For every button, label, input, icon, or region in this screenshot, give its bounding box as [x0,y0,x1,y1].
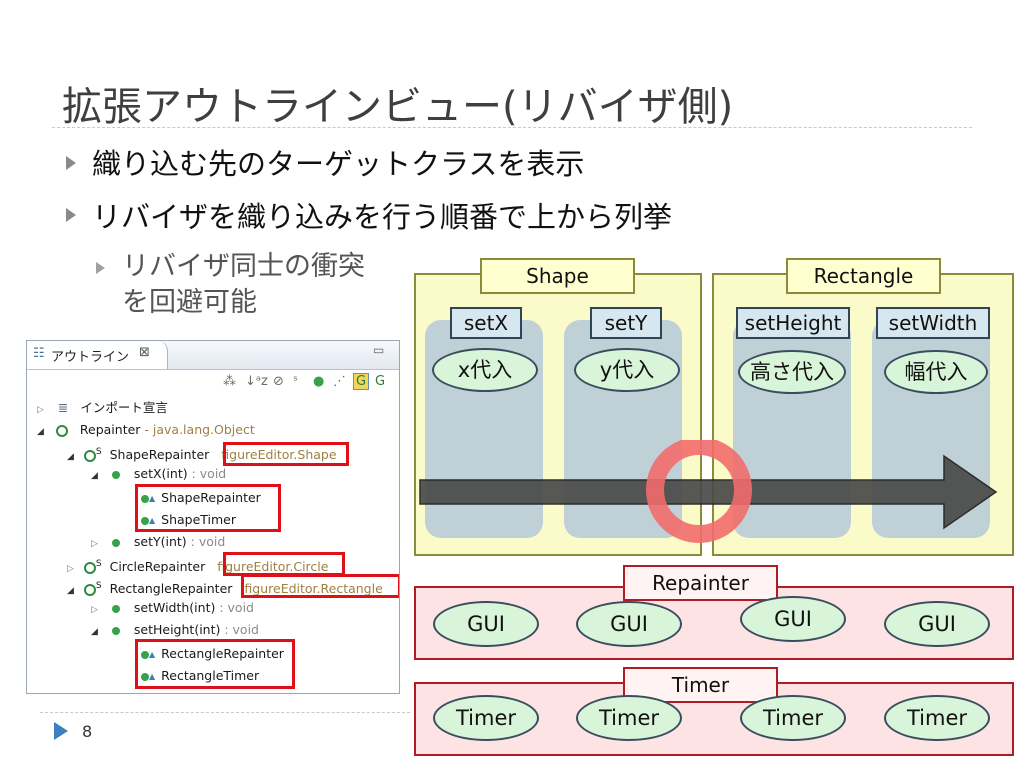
show-targets-icon[interactable]: G [375,374,386,389]
timer-3: Timer [740,695,846,741]
sync-icon[interactable]: ⁂ [223,374,236,389]
method-icon [111,604,120,613]
tree-row-shaperepainter-target[interactable]: ▲ ShapeRepainter [141,487,261,509]
bullet-marker-1 [66,156,76,170]
sub-bullet-line-1: リバイザ同士の衝突 [122,251,365,282]
outline-toolbar: ⁂ ↓ᵃz ⊘ ˢ ● ⋰ G G [27,369,399,395]
bullet-2: リバイザを織り込みを行う順番で上から列挙 [92,200,673,234]
gui-2: GUI [576,601,682,647]
execution-order-arrow [419,440,998,543]
tree-row-rectangletimer[interactable]: ▲ RectangleTimer [141,665,259,687]
timer-1: Timer [433,695,539,741]
reviser-icon [83,583,96,596]
reviser-icon [83,449,96,462]
action-width-assign: 幅代入 [884,350,988,394]
page-number: 8 [82,722,93,741]
method-icon [141,516,149,525]
sub-bullet-marker [96,262,105,274]
slide-title: 拡張アウトラインビュー(リバイザ側) [62,84,734,130]
tree-row-setx[interactable]: ◢ setX(int) : void [91,466,227,481]
outline-view: ☷ アウトライン ⊠ ▭ ⁂ ↓ᵃz ⊘ ˢ ● ⋰ G G ▷ ≣ インポート… [26,340,400,694]
tab-outline-label: アウトライン [51,350,130,365]
outline-view-icon: ☷ [33,346,45,361]
tree-row-circlerepainter[interactable]: ▷ S CircleRepainter figureEditor.Circle [67,559,329,575]
method-icon [111,470,120,479]
tree-row-shaperepainter[interactable]: ◢ S ShapeRepainter figureEditor.Shape [67,447,337,463]
reviser-icon [83,561,96,574]
highlight-order-setx [135,484,281,532]
method-setwidth: setWidth [876,307,990,339]
conflict-ring [646,440,752,543]
gui-1: GUI [433,601,539,647]
close-icon[interactable]: ⊠ [139,345,150,360]
tab-outline[interactable]: ☷ アウトライン ⊠ [27,341,168,369]
tree-row-setwidth[interactable]: ▷ setWidth(int) : void [91,600,254,615]
bullet-1: 織り込む先のターゲットクラスを表示 [92,147,585,181]
highlight-target-circle [223,552,345,576]
rectangle-label: Rectangle [786,258,941,294]
highlight-order-setheight [135,639,295,689]
method-icon [111,626,120,635]
tree-row-rectanglerepainter-target[interactable]: ▲ RectangleRepainter [141,643,284,665]
method-sety: setY [590,307,662,339]
sort-icon[interactable]: ↓ᵃz [245,374,268,389]
action-x-assign: x代入 [432,348,538,392]
gui-4: GUI [884,601,990,647]
title-divider [52,127,972,128]
repainter-label: Repainter [623,565,778,601]
action-y-assign: y代入 [574,348,680,392]
class-icon [55,424,68,437]
method-icon [141,650,149,659]
action-height-assign: 高さ代入 [738,350,846,394]
page-marker-icon [54,722,68,740]
tree-row-imports[interactable]: ▷ ≣ インポート宣言 [37,400,168,415]
shape-label: Shape [480,258,635,294]
timer-4: Timer [884,695,990,741]
tree-row-repainter[interactable]: ◢ Repainter - java.lang.Object [37,422,255,437]
hide-nonpublic-icon[interactable]: ● [313,374,325,389]
gui-3: GUI [740,596,846,642]
tree-row-setheight[interactable]: ◢ setHeight(int) : void [91,622,259,637]
footer-divider [40,712,410,713]
hide-static-icon[interactable]: ˢ [293,374,298,389]
method-setheight: setHeight [736,307,850,339]
method-icon [111,538,120,547]
imports-icon: ≣ [57,400,69,415]
bullet-marker-2 [66,208,76,222]
sub-bullet-line-2: を回避可能 [122,287,257,318]
hide-local-types-icon[interactable]: ⋰ [333,374,346,389]
timer-2: Timer [576,695,682,741]
tree-row-sety[interactable]: ▷ setY(int) : void [91,534,226,549]
method-setx: setX [450,307,522,339]
outline-header: ☷ アウトライン ⊠ ▭ [27,341,399,370]
hide-fields-icon[interactable]: ⊘ [273,374,284,389]
tree-row-shapetimer[interactable]: ▲ ShapeTimer [141,509,236,531]
tree-row-rectanglerepainter[interactable]: ◢ S RectangleRepainter figureEditor.Rect… [67,581,383,597]
highlight-target-shape [223,442,349,466]
method-icon [141,672,149,681]
show-revisers-icon[interactable]: G [353,373,370,390]
minimize-icon[interactable]: ▭ [373,343,385,357]
highlight-target-rectangle [241,574,399,598]
method-icon [141,494,149,503]
